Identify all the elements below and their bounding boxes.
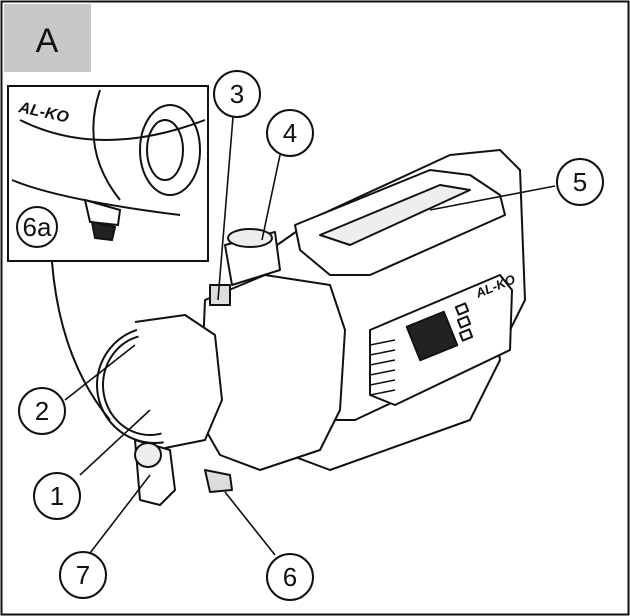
control-buttons — [454, 302, 474, 342]
callout-1: 1 — [33, 472, 81, 520]
callout-2-label: 2 — [35, 396, 49, 426]
callout-4-label: 4 — [283, 118, 297, 148]
pump-illustration: AL-KO — [96, 149, 526, 506]
callout-leaders — [64, 116, 556, 556]
front-shroud — [199, 274, 346, 471]
display-window — [405, 310, 459, 362]
fill-plug — [209, 284, 231, 306]
outlet-opening — [134, 442, 162, 468]
inset-detail: AL-KO 6a — [7, 85, 209, 262]
panel-label: A — [36, 22, 59, 60]
handle-inner — [319, 184, 471, 246]
panel-label-box — [4, 4, 91, 72]
callout-1-label: 1 — [50, 481, 64, 511]
callout-3-label: 3 — [230, 79, 244, 109]
callout-3: 3 — [213, 70, 261, 118]
cap-ring — [134, 314, 223, 449]
cooling-ribs — [369, 339, 396, 396]
inset-callout-circle — [16, 206, 58, 248]
callout-6-label: 6 — [283, 562, 297, 592]
inlet-opening — [227, 228, 273, 248]
callout-7: 7 — [59, 551, 107, 599]
callout-6: 6 — [266, 553, 314, 601]
inset-callout-label: 6a — [23, 212, 52, 242]
callout-4: 4 — [266, 109, 314, 157]
callout-5: 5 — [556, 158, 604, 206]
callout-5-label: 5 — [573, 167, 587, 197]
callout-2: 2 — [18, 387, 66, 435]
drain-screw — [204, 469, 233, 493]
callout-7-label: 7 — [76, 560, 90, 590]
inset-leader — [51, 261, 111, 421]
